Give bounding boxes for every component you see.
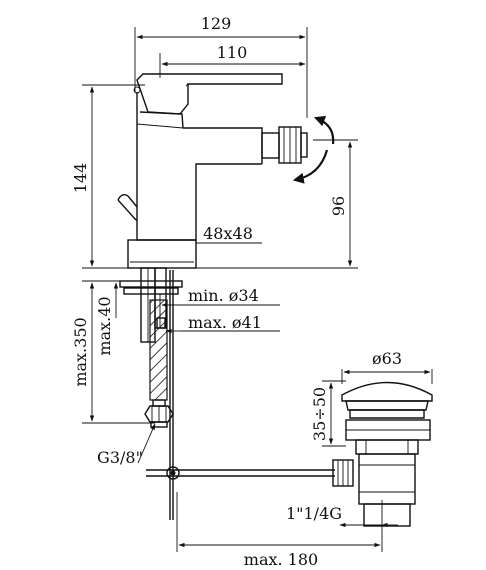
label-connection: G3/8" xyxy=(97,448,143,467)
label-hole-max: max. ø41 xyxy=(188,313,262,332)
pop-up-waste xyxy=(146,270,433,527)
mounting-assembly xyxy=(119,267,183,428)
label-spout-height: 96 xyxy=(329,196,348,216)
dimension-labels: 129 110 144 96 48x48 min. ø34 max. ø41 m… xyxy=(71,14,402,569)
label-max-length: max.350 xyxy=(71,317,90,386)
label-max-thickness: max.40 xyxy=(95,296,114,355)
label-height: 144 xyxy=(71,163,90,194)
label-waste-diameter: ø63 xyxy=(372,349,402,368)
mixer-body xyxy=(117,73,335,269)
label-base-size: 48x48 xyxy=(203,224,253,243)
label-overall-width: 129 xyxy=(201,14,232,33)
label-waste-range: 35÷50 xyxy=(310,387,329,441)
label-waste-thread: 1"1/4G xyxy=(286,504,342,523)
dimension-lines xyxy=(82,27,433,552)
label-rod-length: max. 180 xyxy=(244,550,318,569)
label-hole-min: min. ø34 xyxy=(188,286,259,305)
label-spout-length: 110 xyxy=(217,43,248,62)
